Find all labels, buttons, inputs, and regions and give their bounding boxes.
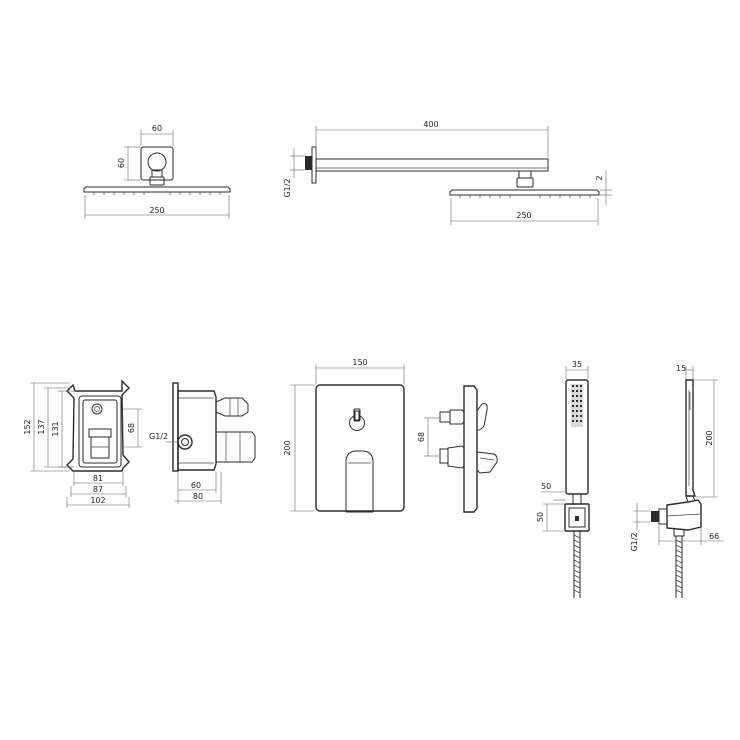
hose-front: [573, 531, 581, 598]
dim-box-h-mid: 137: [37, 419, 46, 434]
dim-hand-width: 35: [572, 360, 582, 369]
hand-shower-front-view: 35 50 50: [536, 360, 590, 598]
nozzle-row-side: [459, 195, 591, 198]
dim-box-side-thread: G1/2: [149, 432, 168, 441]
cover-plate-front-view: 150 200: [283, 358, 405, 513]
dim-plate-thickness: 2: [595, 175, 604, 180]
dim-side-thread: G1/2: [283, 178, 292, 197]
mixer-box-front-view: 152 137 131 68 81 87 102: [23, 379, 142, 508]
mixer-box-side-view: G1/2 60 80: [149, 382, 256, 504]
dim-box-depth-outer: 80: [193, 492, 203, 501]
dim-cover-offset: 68: [417, 432, 426, 442]
dim-hand-depth: 66: [709, 532, 719, 541]
dim-arm-length: 400: [423, 120, 438, 129]
dim-top-width: 60: [152, 124, 162, 133]
dim-plate-width: 150: [352, 358, 367, 367]
dim-box-hole: 68: [127, 423, 136, 433]
dim-box-w-outer: 102: [90, 496, 105, 505]
hand-shower-side-view: 15 200 G1/2 66: [630, 364, 724, 598]
dim-holder-height: 50: [536, 512, 545, 522]
cover-plate-side-view: 68: [417, 385, 498, 513]
dim-box-h-inner: 131: [51, 421, 60, 436]
dim-box-w-mid: 87: [93, 485, 103, 494]
rain-head-top-view: 60 60 250: [83, 124, 231, 219]
dim-hand-length: 200: [705, 430, 714, 445]
hose-side: [675, 495, 696, 598]
dim-hand-thread: G1/2: [630, 532, 639, 551]
dim-box-depth-inner: 60: [191, 481, 201, 490]
dim-top-length: 250: [149, 206, 164, 215]
rain-head-side-view: G1/2 400 2 250: [283, 120, 612, 225]
spray-nozzle-grid: [571, 384, 583, 427]
dim-holder-width: 50: [541, 482, 551, 491]
dim-plate-height: 200: [283, 440, 292, 455]
dim-box-w-inner: 81: [93, 474, 103, 483]
nozzle-row: [93, 192, 221, 195]
dim-top-height: 60: [117, 158, 126, 168]
dim-hand-side-width: 15: [676, 364, 686, 373]
dim-box-h-outer: 152: [23, 419, 32, 434]
dim-side-length: 250: [516, 211, 531, 220]
